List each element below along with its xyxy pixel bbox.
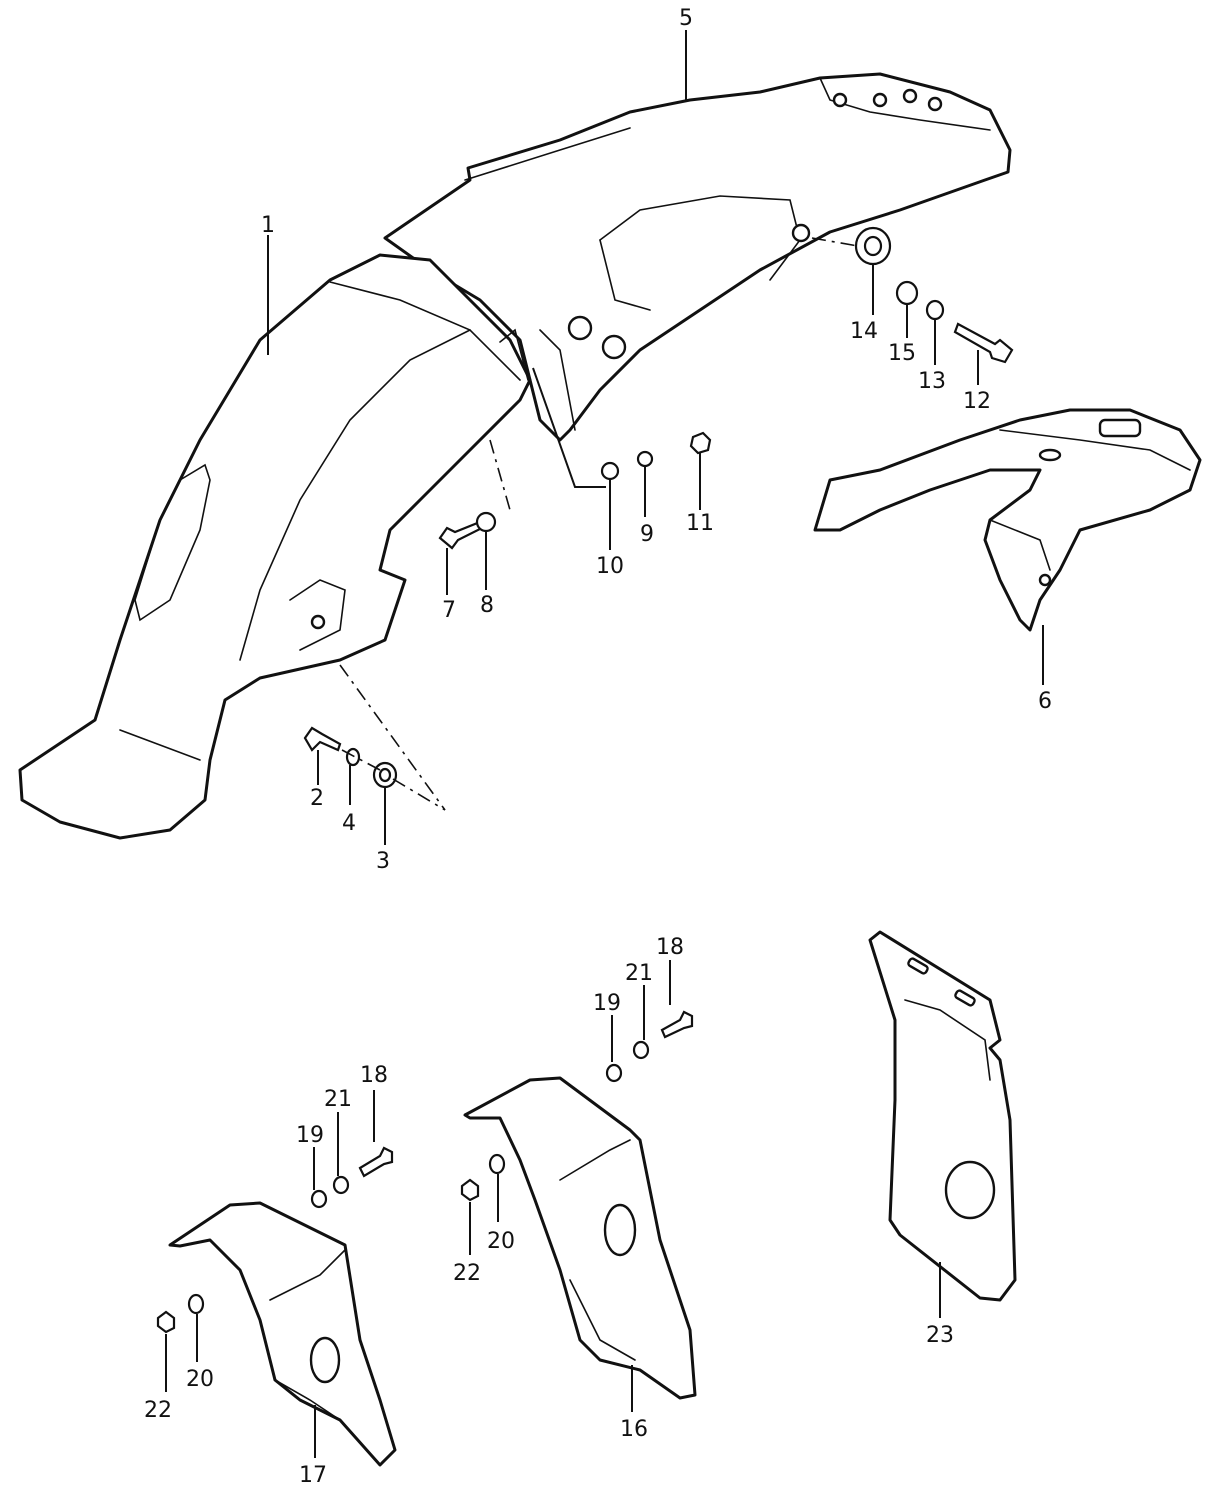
washer-20-middle xyxy=(488,1153,506,1175)
washer-21-upper xyxy=(632,1040,650,1060)
callout-14: 14 xyxy=(850,319,878,344)
washer-19-lower xyxy=(310,1189,328,1209)
callout-15: 15 xyxy=(888,341,916,366)
callout-20-lower: 20 xyxy=(186,1367,214,1392)
washer-8 xyxy=(475,511,497,533)
callout-18-lower: 18 xyxy=(360,1063,388,1088)
washer-10 xyxy=(600,461,620,481)
callout-5: 5 xyxy=(679,6,693,31)
callout-1: 1 xyxy=(261,213,275,238)
callout-21-lower: 21 xyxy=(324,1087,352,1112)
callout-17: 17 xyxy=(299,1463,327,1488)
nut-11 xyxy=(689,431,712,455)
callout-numbers: 5 14 15 13 12 6 10 9 11 7 8 2 4 3 1 18 2… xyxy=(144,6,1052,1488)
part-1-rear-fender-main xyxy=(18,253,532,840)
part-5-rear-fender-upper xyxy=(383,72,1012,442)
screw-18-lower xyxy=(358,1146,394,1178)
callout-8: 8 xyxy=(480,593,494,618)
part-6-rear-bracket xyxy=(813,408,1202,632)
callout-12: 12 xyxy=(963,389,991,414)
callout-7: 7 xyxy=(442,598,456,623)
callout-6: 6 xyxy=(1038,689,1052,714)
callout-21-upper: 21 xyxy=(625,961,653,986)
part-17-bracket xyxy=(168,1201,397,1467)
washer-20-lower xyxy=(187,1293,205,1315)
callout-19-lower: 19 xyxy=(296,1123,324,1148)
bolt-12 xyxy=(953,322,1014,364)
callout-9: 9 xyxy=(640,522,654,547)
washer-21-lower xyxy=(332,1175,350,1195)
callout-18-upper: 18 xyxy=(656,935,684,960)
washer-4 xyxy=(345,747,361,767)
callout-16: 16 xyxy=(620,1417,648,1442)
callout-13: 13 xyxy=(918,369,946,394)
callout-23: 23 xyxy=(926,1323,954,1348)
collar-15 xyxy=(895,280,919,306)
assembly-lines xyxy=(339,237,859,811)
screw-18-upper xyxy=(660,1010,694,1039)
screw-7 xyxy=(438,520,484,550)
nut-22-lower xyxy=(156,1310,176,1334)
part-23-mudflap xyxy=(868,930,1017,1302)
callout-20-middle: 20 xyxy=(487,1229,515,1254)
nut-22-middle xyxy=(460,1178,480,1202)
bolt-2 xyxy=(303,726,342,752)
part-16-bracket xyxy=(463,1076,697,1400)
callout-22-lower: 22 xyxy=(144,1398,172,1423)
callout-2: 2 xyxy=(310,786,324,811)
callout-4: 4 xyxy=(342,811,356,836)
washer-9 xyxy=(636,450,654,468)
callout-11: 11 xyxy=(686,511,714,536)
leader-lines xyxy=(165,30,1044,1458)
washer-13 xyxy=(925,299,945,321)
callout-10: 10 xyxy=(596,554,624,579)
callout-22-middle: 22 xyxy=(453,1261,481,1286)
callout-3: 3 xyxy=(376,849,390,874)
callout-19-upper: 19 xyxy=(593,991,621,1016)
washer-19-upper xyxy=(605,1063,623,1083)
